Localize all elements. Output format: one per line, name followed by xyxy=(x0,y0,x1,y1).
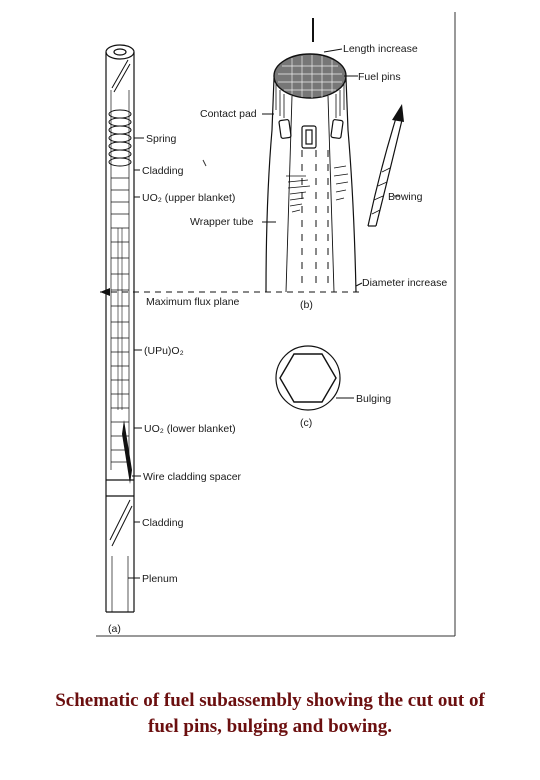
wire-cladding-spacer xyxy=(122,420,132,484)
label-spring: Spring xyxy=(146,133,177,145)
figure-caption: Schematic of fuel subassembly showing th… xyxy=(0,688,540,740)
label-wire-cladding-spacer: Wire cladding spacer xyxy=(143,471,242,483)
label-cladding-bottom: Cladding xyxy=(142,517,184,529)
label-wrapper-tube: Wrapper tube xyxy=(190,216,254,228)
subassembly-b xyxy=(100,18,360,296)
wrapper-edge-1 xyxy=(285,95,293,293)
wrapper-shading xyxy=(286,165,349,213)
bowing-illustration xyxy=(367,104,404,227)
wrapper-tube-outline xyxy=(265,77,357,293)
label-cladding-top: Cladding xyxy=(142,165,184,177)
pin-top-hole xyxy=(113,48,127,56)
label-max-flux-plane: Maximum flux plane xyxy=(146,296,240,308)
label-fuel-pins: Fuel pins xyxy=(358,71,401,83)
panel-label-b: (b) xyxy=(300,299,313,311)
wrapper-pin-texture xyxy=(275,84,345,118)
scan-mark xyxy=(202,159,207,167)
fuel-pin-bundle-texture xyxy=(278,55,342,98)
label-upu-o2: (UPu)O₂ xyxy=(144,345,184,357)
label-diameter-increase: Diameter increase xyxy=(362,277,447,289)
contact-pad-center xyxy=(301,125,317,149)
caption-line-1: Schematic of fuel subassembly showing th… xyxy=(55,690,485,711)
panel-label-a: (a) xyxy=(108,623,121,635)
label-uo2-lower-blanket: UO₂ (lower blanket) xyxy=(144,423,236,435)
caption-line-2: fuel pins, bulging and bowing. xyxy=(148,716,392,737)
wrapper-edge-2 xyxy=(327,95,335,293)
pellet-divisions xyxy=(111,177,129,463)
leaders-b xyxy=(262,48,400,287)
bowing-arrowhead xyxy=(392,104,404,122)
label-bowing: Bowing xyxy=(388,191,423,203)
label-uo2-upper-blanket: UO₂ (upper blanket) xyxy=(142,192,235,204)
bulging-outer-circle xyxy=(275,345,341,411)
fuel-subassembly-diagram: Spring Cladding UO₂ (upper blanket) (UPu… xyxy=(96,12,456,637)
label-length-increase: Length increase xyxy=(343,43,418,55)
wire-wrap-bottom xyxy=(109,499,133,547)
wire-wrap-top xyxy=(111,59,131,93)
leaders-a xyxy=(128,137,144,579)
contact-pad-center-inner xyxy=(305,129,313,145)
pin-top-cap xyxy=(105,44,135,60)
bowing-bar xyxy=(367,117,403,227)
fuel-pin-a xyxy=(105,44,135,613)
max-flux-plane-arrowhead xyxy=(100,288,110,296)
bulging-c xyxy=(275,345,354,411)
label-plenum: Plenum xyxy=(142,573,178,585)
panel-label-c: (c) xyxy=(300,417,312,429)
spring-coils xyxy=(108,109,132,167)
wrapper-dashed-guides xyxy=(301,150,329,290)
label-contact-pad: Contact pad xyxy=(200,108,257,120)
contact-pad-right xyxy=(330,119,344,139)
contact-pad-left xyxy=(278,119,292,139)
fuel-pin-bundle-top xyxy=(273,53,347,99)
bowing-shading xyxy=(371,167,391,215)
label-bulging: Bulging xyxy=(356,393,391,405)
bulging-hexagon xyxy=(279,353,337,403)
